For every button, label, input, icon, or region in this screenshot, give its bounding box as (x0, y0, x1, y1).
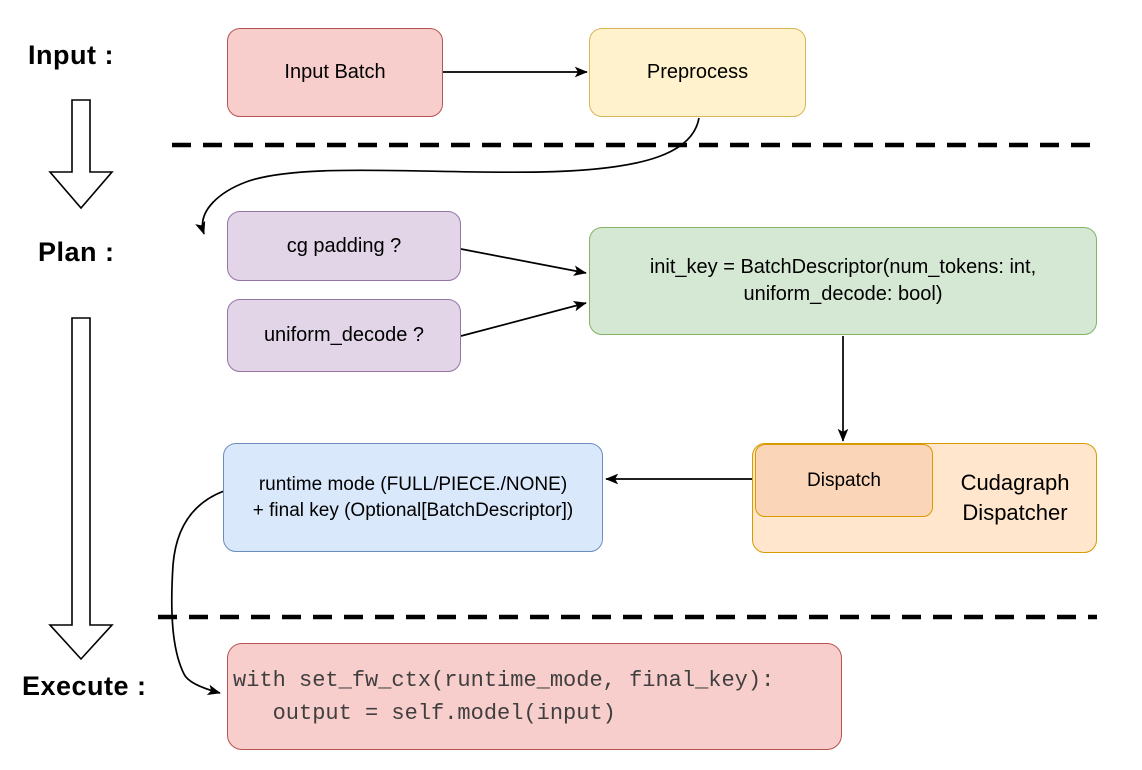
arrow-cgpadding-to-initkey (460, 248, 586, 273)
node-cg-padding-label: cg padding ? (286, 234, 402, 257)
node-dispatch-label: Dispatch (807, 469, 881, 491)
node-execute-code: with set_fw_ctx(runtime_mode, final_key)… (227, 643, 842, 750)
node-input-batch-label: Input Batch (284, 61, 386, 84)
stage-label-execute: Execute : (22, 671, 147, 701)
node-runtime-line1: runtime mode (FULL/PIECE./NONE) (258, 473, 568, 495)
cudagraph-line1: Cudagraph (960, 470, 1070, 495)
stage-label-input: Input : (28, 40, 114, 70)
node-init-key: init_key = BatchDescriptor(num_tokens: i… (589, 227, 1097, 335)
node-cg-padding: cg padding ? (227, 211, 461, 281)
node-dispatch: Dispatch (755, 444, 933, 517)
cudagraph-line2: Dispatcher (962, 500, 1068, 525)
stage-arrow-plan-to-execute-icon (48, 317, 114, 661)
stage-arrow-input-to-plan-icon (48, 99, 114, 210)
node-runtime-line2: + final key (Optional[BatchDescriptor]) (252, 499, 574, 521)
stage-label-plan: Plan : (38, 237, 115, 267)
node-init-key-line1: init_key = BatchDescriptor(num_tokens: i… (649, 256, 1037, 278)
node-runtime-mode: runtime mode (FULL/PIECE./NONE) + final … (223, 443, 603, 552)
node-uniform-decode-label: uniform_decode ? (263, 324, 425, 347)
code-line2: output = self.model(input) (233, 700, 616, 726)
node-init-key-line2: uniform_decode: bool) (743, 283, 943, 305)
arrow-uniformdecode-to-initkey (460, 303, 586, 337)
node-input-batch: Input Batch (227, 28, 443, 117)
node-cudagraph-dispatcher-label: Cudagraph Dispatcher (933, 443, 1097, 553)
node-preprocess: Preprocess (589, 28, 806, 117)
node-uniform-decode: uniform_decode ? (227, 299, 461, 372)
arrow-runtime-to-code (170, 490, 225, 693)
node-preprocess-label: Preprocess (646, 61, 749, 84)
code-line1: with set_fw_ctx(runtime_mode, final_key)… (233, 667, 775, 693)
